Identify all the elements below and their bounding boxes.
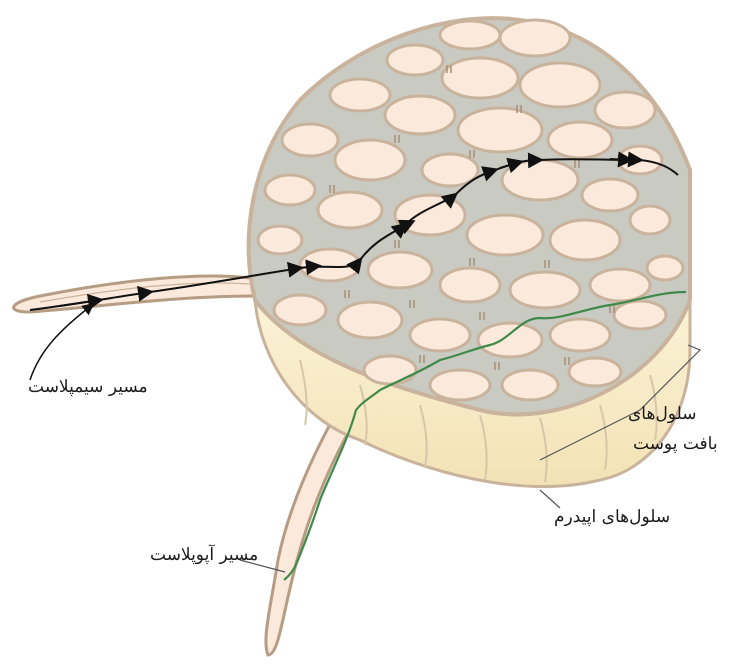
symplast-path-label: مسیر سیمپلاست [28, 377, 148, 397]
symplast-leader [30, 305, 92, 380]
cortex-cells-label-line1: سلول‌های [628, 404, 696, 424]
epidermis-cells-label: سلول‌های اپیدرم [554, 507, 670, 527]
epidermis-leader [540, 490, 560, 508]
cortex-cells-label-line2: بافت پوست [633, 434, 718, 454]
apoplast-path-label: مسیر آپوپلاست [150, 545, 258, 565]
